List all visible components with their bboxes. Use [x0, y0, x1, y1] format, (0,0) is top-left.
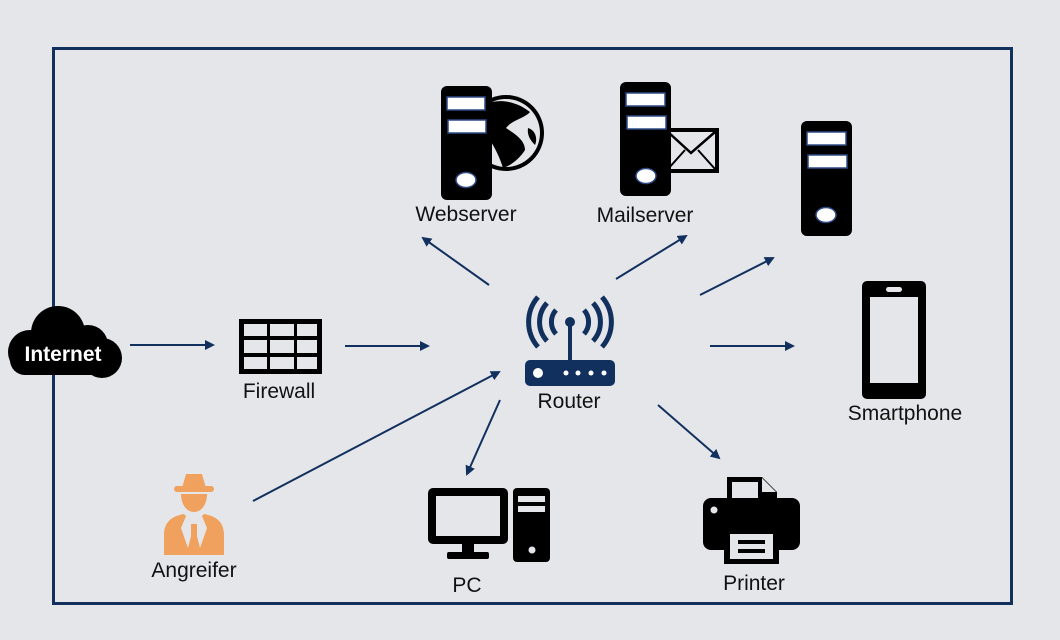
pc-icon[interactable]	[428, 488, 550, 562]
node-label-pc: PC	[452, 574, 482, 597]
node-label-internet: Internet	[24, 343, 102, 366]
node-label-router: Router	[537, 390, 601, 413]
attacker-icon[interactable]	[164, 474, 224, 555]
arrow-attacker-router	[252, 371, 501, 502]
node-label-attacker: Angreifer	[151, 559, 237, 582]
cloud-icon[interactable]	[8, 306, 122, 378]
arrow-router-server	[699, 257, 775, 296]
node-label-mailserver: Mailserver	[596, 204, 694, 227]
node-label-webserver: Webserver	[415, 203, 517, 226]
node-label-printer: Printer	[723, 572, 785, 595]
server-mail-icon[interactable]	[620, 82, 719, 196]
node-label-smartphone: Smartphone	[847, 402, 963, 425]
arrow-router-webserver	[421, 236, 490, 286]
firewall-icon[interactable]	[239, 319, 322, 374]
arrow-router-mailserver	[615, 234, 688, 280]
arrow-router-pc	[465, 399, 501, 476]
server-icon[interactable]	[801, 121, 852, 236]
arrows	[130, 234, 795, 502]
smartphone-icon[interactable]	[862, 281, 926, 399]
arrow-router-printer	[657, 404, 721, 460]
printer-icon[interactable]	[703, 477, 800, 564]
server-globe-icon[interactable]	[441, 86, 544, 200]
node-label-firewall: Firewall	[242, 380, 316, 403]
router-icon[interactable]	[525, 295, 615, 386]
